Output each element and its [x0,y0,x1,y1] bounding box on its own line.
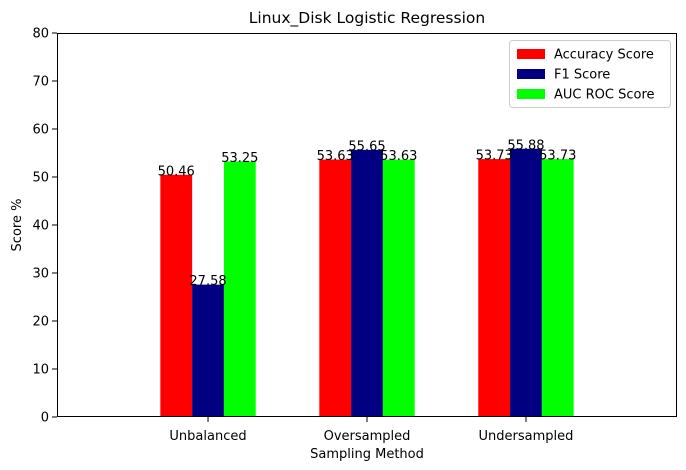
data-label: 53.63 [317,149,354,164]
bar [382,159,415,418]
x-tick-label: Undersampled [479,429,574,444]
x-axis-label: Sampling Method [310,447,424,462]
legend-label: F1 Score [554,68,610,83]
bar [160,174,193,417]
y-tick-label: 70 [32,75,49,90]
y-tick-label: 50 [32,171,49,186]
data-labels-layer: 50.46 53.63 53.73 27.58 55.65 55.88 53.25 53.63… [158,138,577,289]
y-tick-label: 0 [41,411,49,426]
y-axis-label: Score % [10,199,25,252]
plot-frame [57,33,677,417]
legend-swatch [517,49,545,59]
legend-label: Accuracy Score [554,48,654,63]
bar [351,149,383,417]
data-label: 53.73 [476,149,513,164]
legend-label: AUC ROC Score [554,88,655,103]
x-tick-label: Unbalanced [169,429,246,444]
y-tick-label: 80 [32,27,49,42]
legend-box [509,40,671,108]
data-label: 50.46 [158,164,195,179]
data-label: 53.63 [380,149,417,164]
y-tick-label: 10 [32,363,49,378]
data-label: 55.88 [507,138,544,153]
bar [478,159,511,417]
data-label: 53.73 [539,149,576,164]
data-label: 55.65 [348,139,385,154]
x-tick-label: Oversampled [324,429,411,444]
chart-title: Linux_Disk Logistic Regression [249,9,485,28]
bar [319,159,352,418]
bar [192,284,224,417]
legend-swatch [517,89,545,99]
data-label: 53.25 [221,151,258,166]
y-tick-label: 30 [32,267,49,282]
data-label: 27.58 [189,274,226,289]
bar [223,161,256,417]
bar [541,159,574,417]
y-tick-label: 40 [32,219,49,234]
y-tick-label: 60 [32,123,49,138]
legend-swatch [517,69,545,79]
y-tick-label: 20 [32,315,49,330]
bars-layer [160,148,574,418]
bar [510,148,542,417]
